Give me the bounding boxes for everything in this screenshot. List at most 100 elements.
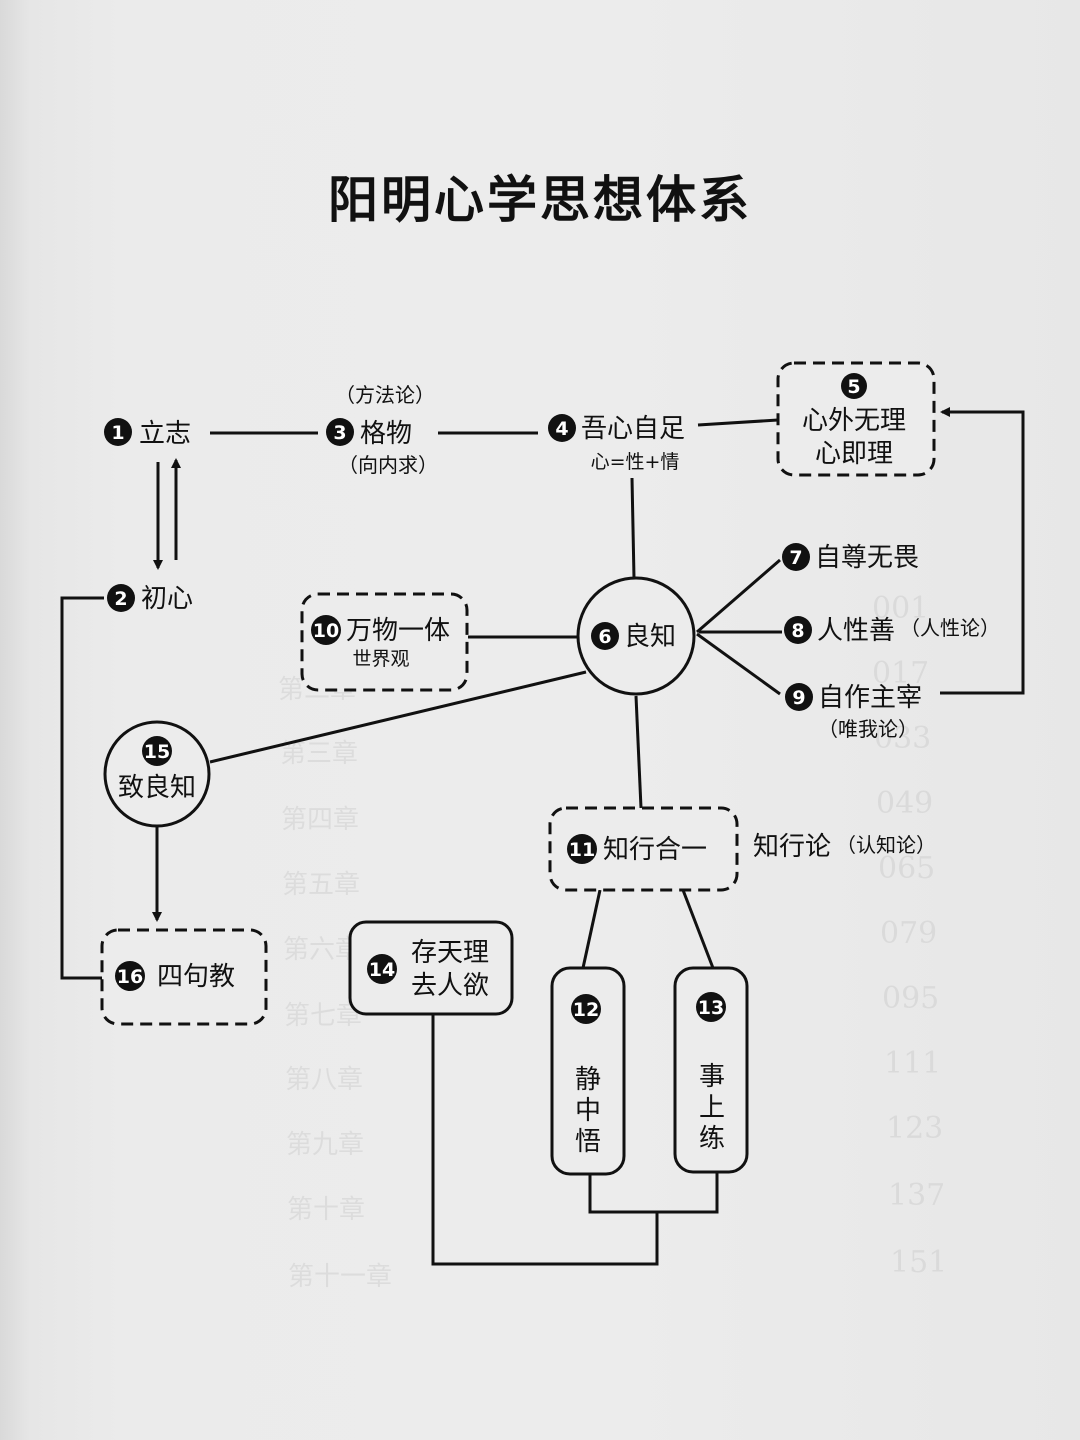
number-badge-4-text: 4 (555, 418, 568, 440)
edge-2-16 (60, 596, 104, 980)
number-badge-5-text: 5 (847, 376, 860, 398)
number-badge-15-text: 15 (144, 741, 170, 763)
node-4-formula: 心=性+情 (591, 451, 680, 473)
node-14-line1: 存天理 (411, 938, 489, 968)
node-11-note-sub: （认知论） (836, 833, 936, 857)
number-badge-8-text: 8 (791, 620, 804, 642)
node-15-zhiliangzhi: 15 致良知 (103, 720, 211, 828)
node-2-chuxin: 2 初心 (107, 584, 193, 614)
number-badge-2-text: 2 (114, 588, 127, 610)
number-badge-13 (696, 992, 726, 1022)
number-badge-6-text: 6 (598, 626, 611, 648)
ghost-page-number: 001 (872, 591, 929, 626)
node-13-char-1: 事 (699, 1062, 725, 1092)
node-6-circle (576, 576, 696, 696)
ghost-chapter: 第十章 (287, 1195, 365, 1225)
number-badge-2 (107, 584, 135, 612)
number-badge-6 (591, 622, 619, 650)
node-12-char-3: 悟 (575, 1127, 601, 1157)
edge-4-6 (630, 477, 636, 579)
number-badge-10-text: 10 (313, 620, 339, 642)
edge-6-15 (209, 670, 587, 764)
ghost-page-number: 123 (886, 1111, 943, 1146)
ghost-page-number: 151 (890, 1245, 947, 1280)
number-badge-4 (548, 414, 576, 442)
node-16-sijujiao: 16 四句教 (100, 928, 268, 1026)
edge-12-13-join (588, 1172, 719, 1214)
ghost-chapter: 第十一章 (288, 1262, 392, 1292)
number-badge-14-text: 14 (369, 959, 395, 981)
node-3-note-method: （方法论） (335, 383, 435, 407)
node-11-box (548, 806, 739, 892)
node-7-zizunwuwei: 7 自尊无畏 (782, 543, 919, 573)
number-badge-5 (841, 373, 867, 399)
node-5-line1: 心外无理 (802, 406, 906, 436)
ghost-page-number: 017 (872, 656, 929, 691)
node-12-box (550, 966, 626, 1176)
edge-9-5-return (940, 407, 1025, 695)
node-12-char-1: 静 (575, 1065, 601, 1095)
node-6-liangzhi: 6 良知 (576, 576, 696, 696)
node-14-cuntianli: 14 存天理 去人欲 (348, 920, 514, 1016)
edge-11-12 (581, 889, 602, 969)
node-15-circle (103, 720, 211, 828)
number-badge-8 (784, 616, 812, 644)
number-badge-3 (326, 418, 354, 446)
node-16-box (100, 928, 268, 1026)
number-badge-12-text: 12 (573, 999, 599, 1021)
node-11-label: 知行合一 (603, 835, 707, 865)
node-16-label: 四句教 (157, 962, 235, 992)
ghost-page-number: 033 (874, 721, 931, 756)
ghost-page-number: 049 (876, 786, 933, 821)
ghost-chapter: 第九章 (286, 1130, 364, 1160)
ghost-page-number: 111 (884, 1046, 941, 1081)
number-badge-15 (142, 736, 172, 766)
number-badge-7 (782, 543, 810, 571)
number-badge-1 (104, 418, 132, 446)
number-badge-14 (367, 954, 397, 984)
ghost-chapter: 第三章 (280, 739, 358, 769)
node-10-label: 万物一体 (346, 616, 450, 646)
number-badge-9-text: 9 (792, 687, 805, 709)
node-12-jingzhongwu: 12 静 中 悟 (550, 966, 626, 1176)
ghost-chapter: 第四章 (281, 805, 359, 835)
node-12-char-2: 中 (575, 1096, 601, 1126)
node-11-note-main: 知行论 (753, 832, 831, 862)
number-badge-11-text: 11 (569, 839, 595, 861)
node-3-label: 格物 (360, 419, 412, 449)
edge-4-5 (697, 418, 779, 427)
node-3-note-inward: （向内求） (338, 453, 438, 477)
node-2-label: 初心 (141, 584, 193, 614)
number-badge-13-text: 13 (698, 997, 724, 1019)
ghost-chapter: 第六章 (283, 935, 361, 965)
ghost-page-number: 095 (882, 981, 939, 1016)
ghost-page-number: 137 (888, 1178, 945, 1213)
node-14-box (348, 920, 514, 1016)
number-badge-16-text: 16 (117, 966, 143, 988)
edge-6-9 (696, 632, 781, 696)
node-1-label: 立志 (139, 419, 191, 449)
edge-join-14 (431, 1014, 659, 1266)
node-9-zizuozhuzai: 9 自作主宰 （唯我论） (785, 683, 922, 741)
node-13-box (673, 966, 749, 1174)
node-13-shishanglian: 13 事 上 练 (673, 966, 749, 1174)
edge-6-11 (634, 695, 643, 809)
node-7-label: 自尊无畏 (815, 543, 919, 573)
node-3-gewu: （方法论） 3 格物 （向内求） (326, 383, 438, 477)
node-14-line2: 去人欲 (411, 971, 489, 1001)
ghost-chapter: 第八章 (285, 1065, 363, 1095)
number-badge-9 (785, 683, 813, 711)
node-8-renxingshan: 8 人性善 （人性论） (784, 616, 1000, 646)
node-1-lizhi: 1 立志 (104, 418, 191, 449)
node-10-wanwuyiti: 10 万物一体 世界观 (300, 592, 469, 692)
node-8-note: （人性论） (900, 616, 1000, 640)
node-9-note: （唯我论） (818, 717, 918, 741)
number-badge-16 (115, 961, 145, 991)
node-11-zhixingheyi: 11 知行合一 知行论 （认知论） (548, 806, 936, 892)
node-5-xinwaiwuli: 5 心外无理 心即理 (776, 361, 936, 477)
ghost-chapter: 第七章 (284, 1001, 362, 1031)
edge-11-13 (681, 889, 715, 969)
ghost-page-number: 065 (878, 851, 935, 886)
ghost-chapter: 第五章 (282, 870, 360, 900)
